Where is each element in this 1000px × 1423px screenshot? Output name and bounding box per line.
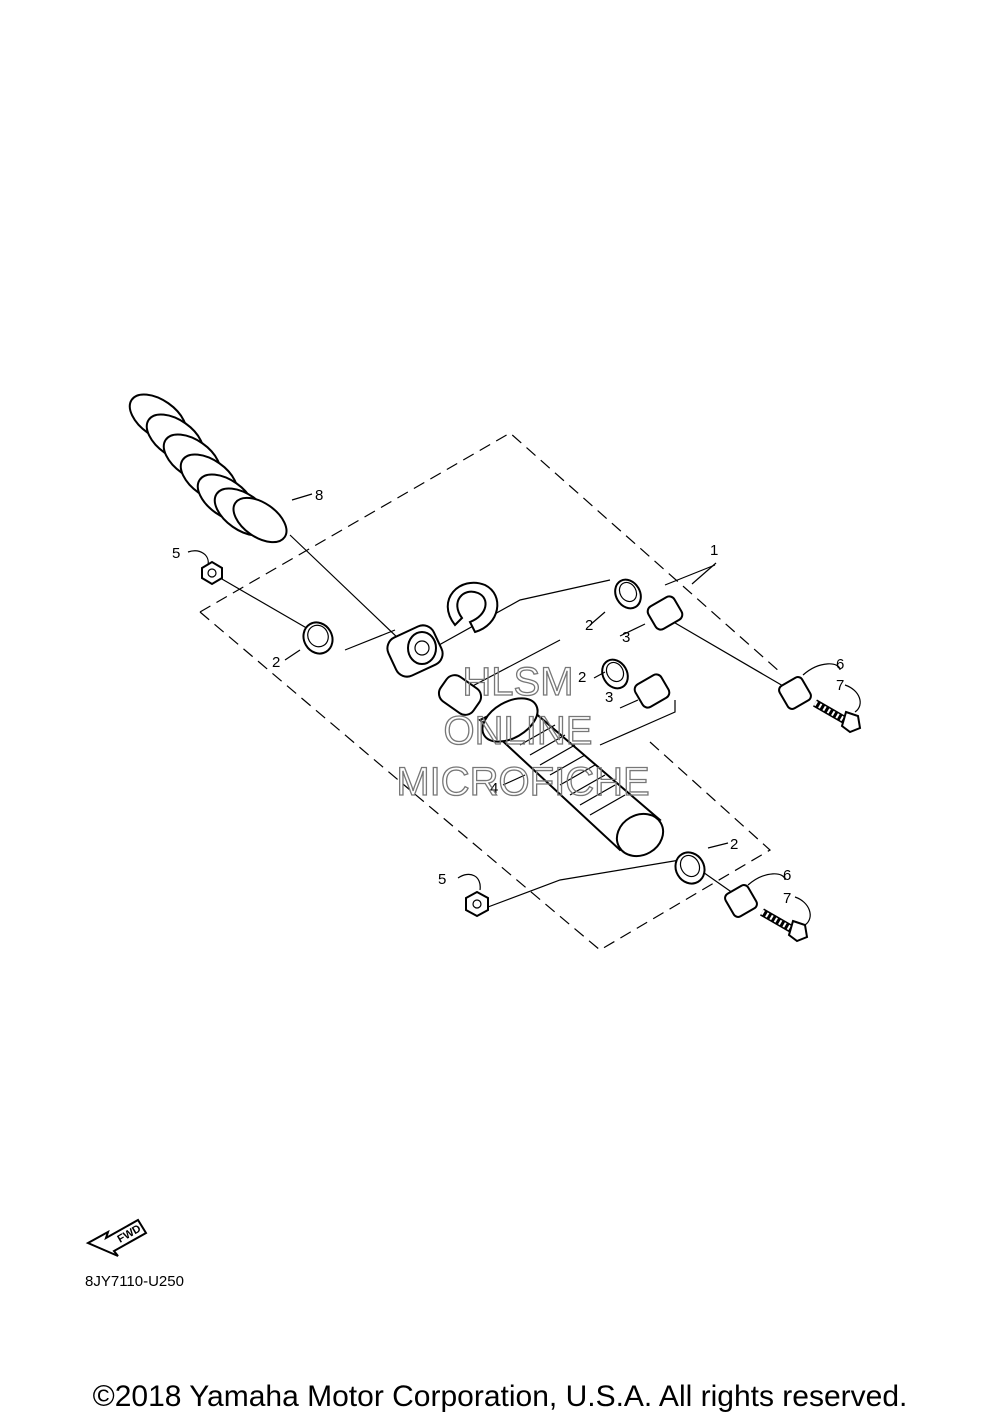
callout-1: 1: [710, 542, 718, 559]
bolt-icon-upper[interactable]: [813, 699, 862, 734]
callout-8: 8: [315, 487, 323, 504]
collar-icon-right-upper[interactable]: [610, 575, 646, 613]
spring-icon[interactable]: [121, 385, 294, 551]
spacer-icon-lower[interactable]: [723, 883, 759, 919]
collar-icon-left[interactable]: [298, 617, 338, 659]
callout-3: 3: [605, 689, 613, 706]
bolt-icon-lower[interactable]: [760, 908, 809, 943]
nut-icon-upper[interactable]: [201, 560, 223, 586]
svg-text:MICROFICHE: MICROFICHE: [396, 760, 649, 804]
upper-mount-bushing-icon[interactable]: [383, 621, 446, 680]
callout-5: 5: [438, 871, 446, 888]
svg-text:HLSM: HLSM: [462, 660, 573, 704]
collar-icon-right-middle[interactable]: [597, 655, 633, 693]
callout-labels: 1 2 2 2 2 3 3 4 5 5 6 6 7 7 8: [172, 487, 844, 907]
spring-retainer-icon[interactable]: [446, 581, 499, 634]
nut-icon-lower[interactable]: [465, 890, 489, 918]
callout-6: 6: [783, 867, 791, 884]
callout-2: 2: [578, 669, 586, 686]
collar-icon-right-lower[interactable]: [670, 847, 710, 889]
shock-absorber-icon[interactable]: [435, 671, 671, 864]
callout-2: 2: [585, 617, 593, 634]
assembly-outline: [199, 432, 781, 951]
callout-3: 3: [622, 629, 630, 646]
callout-2: 2: [730, 836, 738, 853]
callout-6: 6: [836, 656, 844, 673]
callout-5: 5: [172, 545, 180, 562]
callout-4: 4: [490, 780, 498, 797]
callout-7: 7: [836, 677, 844, 694]
forward-arrow-icon: FWD: [85, 1218, 148, 1257]
bushing-icon-right-middle[interactable]: [633, 672, 672, 710]
spacer-icon-upper[interactable]: [777, 675, 813, 711]
callout-2: 2: [272, 654, 280, 671]
callout-hooks: [187, 493, 861, 926]
watermark: HLSM ONLINE MICROFICHE: [396, 659, 651, 804]
bushing-icon-right-upper[interactable]: [646, 594, 685, 632]
copyright-notice: ©2018 Yamaha Motor Corporation, U.S.A. A…: [92, 1380, 908, 1413]
callout-7: 7: [783, 890, 791, 907]
svg-text:ONLINE: ONLINE: [444, 709, 593, 753]
diagram-code: 8JY7110-U250: [85, 1273, 184, 1290]
